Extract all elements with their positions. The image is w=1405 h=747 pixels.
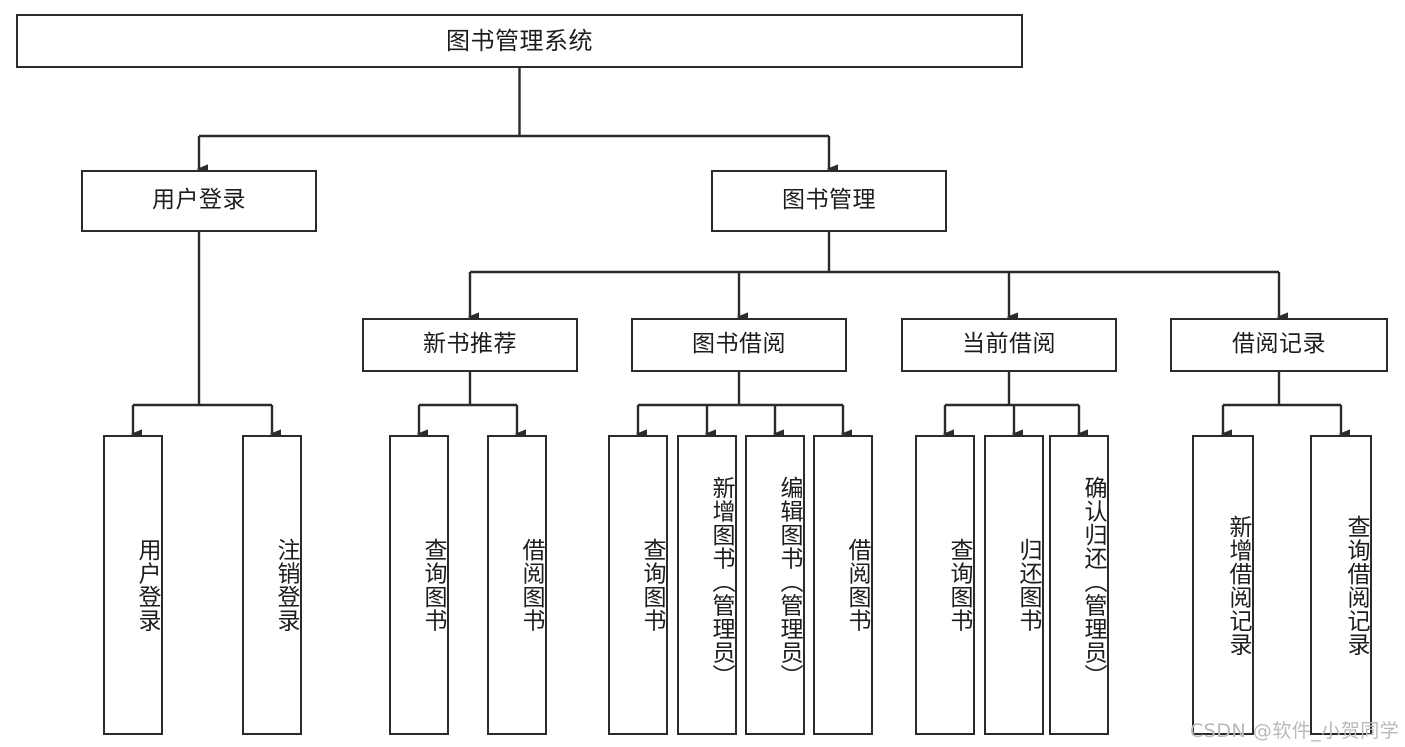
leaf-query-borrow-record[interactable]: 查询借阅记录 (1310, 435, 1372, 735)
node-new-book-recommend[interactable]: 新书推荐 (362, 318, 578, 372)
node-current-borrow[interactable]: 当前借阅 (901, 318, 1117, 372)
leaf-add-book-admin[interactable]: 新增图书（管理员） (677, 435, 737, 735)
node-book-borrow[interactable]: 图书借阅 (631, 318, 847, 372)
node-user-login[interactable]: 用户登录 (81, 170, 317, 232)
leaf-add-borrow-record[interactable]: 新增借阅记录 (1192, 435, 1254, 735)
node-book-manage[interactable]: 图书管理 (711, 170, 947, 232)
leaf-query-book-borrow[interactable]: 查询图书 (608, 435, 668, 735)
leaf-borrow-book-recommend[interactable]: 借阅图书 (487, 435, 547, 735)
leaf-return-book[interactable]: 归还图书 (984, 435, 1044, 735)
node-borrow-record[interactable]: 借阅记录 (1170, 318, 1388, 372)
leaf-query-book-current[interactable]: 查询图书 (915, 435, 975, 735)
node-root[interactable]: 图书管理系统 (16, 14, 1023, 68)
csdn-watermark: CSDN @软件_小贺同学 (1190, 720, 1400, 742)
leaf-user-login[interactable]: 用户登录 (103, 435, 163, 735)
leaf-edit-book-admin[interactable]: 编辑图书（管理员） (745, 435, 805, 735)
leaf-query-book-recommend[interactable]: 查询图书 (389, 435, 449, 735)
leaf-user-logout[interactable]: 注销登录 (242, 435, 302, 735)
leaf-confirm-return-admin[interactable]: 确认归还（管理员） (1049, 435, 1109, 735)
leaf-borrow-book[interactable]: 借阅图书 (813, 435, 873, 735)
